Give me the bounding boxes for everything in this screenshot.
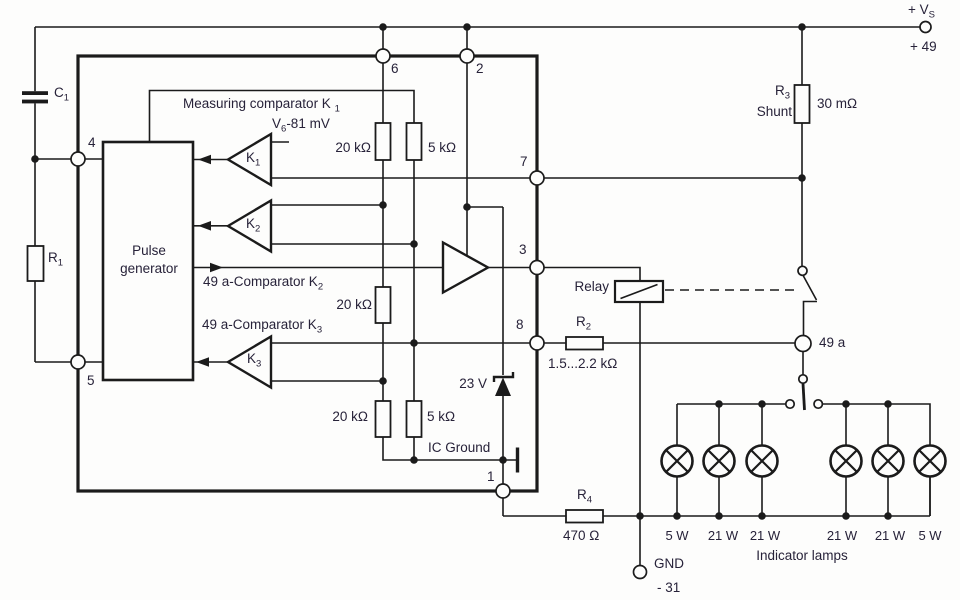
- wire-relay-coil: [488, 266, 641, 566]
- pin-1-label: 1: [487, 469, 495, 484]
- lamp-1-wattage: 5 W: [665, 528, 689, 543]
- resistor-r2: [565, 336, 604, 351]
- r5k-bot-label: 5 kΩ: [427, 409, 456, 424]
- wire-lamp-right-rail: [822, 403, 931, 446]
- zener-value-label: 23 V: [459, 376, 487, 391]
- output-amplifier-symbol: [441, 240, 491, 295]
- r20k-mid-label: 20 kΩ: [336, 297, 372, 312]
- comparator-k3-line-label: 49 a-Comparator K3: [202, 317, 323, 336]
- shunt-label: Shunt: [756, 104, 792, 119]
- relay-contact-blade: [802, 274, 818, 301]
- pin-2-label: 2: [476, 61, 484, 76]
- pin-1-circle: [495, 483, 511, 499]
- pin-3-label: 3: [519, 242, 527, 257]
- ic-ground-label: IC Ground: [428, 440, 491, 455]
- k2-label: K2: [246, 216, 261, 235]
- resistor-r1: [26, 245, 45, 282]
- indicator-lamps: [660, 444, 947, 478]
- k3-label: K3: [247, 351, 262, 370]
- lamp-6-wattage: 5 W: [918, 528, 942, 543]
- direction-switch-blade: [801, 383, 806, 411]
- comparator-k2-line-label: 49 a-Comparator K2: [203, 274, 324, 293]
- r4-label: R4: [577, 487, 593, 506]
- lamp-4: [829, 444, 863, 478]
- r1-label: R1: [48, 250, 64, 269]
- resistor-20k-top: [374, 122, 392, 161]
- supply-49-label: + 49: [910, 39, 937, 54]
- switch-left-contact: [784, 398, 796, 410]
- resistor-5k-bot: [405, 400, 423, 438]
- pin-7-circle: [529, 170, 545, 186]
- pin-4-circle: [70, 151, 86, 167]
- comparator-k1-symbol: [225, 131, 273, 188]
- resistor-r4: [565, 509, 604, 524]
- relay-symbol: [613, 279, 665, 304]
- capacitor-c1: [22, 91, 48, 104]
- r2-label: R2: [576, 314, 592, 333]
- r20k-bot-label: 20 kΩ: [332, 409, 368, 424]
- pin-8-circle: [529, 335, 545, 351]
- comparator-k2-symbol: [225, 198, 273, 254]
- supply-vs-label: + VS: [908, 2, 935, 21]
- pin-2-circle: [459, 48, 475, 64]
- measuring-comparator-label: Measuring comparator K 1: [183, 96, 340, 115]
- gnd-31-label: - 31: [657, 580, 681, 595]
- lamp-2: [702, 444, 736, 478]
- pin-5-label: 5: [87, 373, 95, 388]
- wires: [34, 26, 931, 566]
- lamp-3: [745, 444, 779, 478]
- r20k-top-label: 20 kΩ: [335, 140, 371, 155]
- k1-label: K1: [246, 150, 261, 169]
- r2-value: 1.5...2.2 kΩ: [548, 356, 618, 371]
- relay-label: Relay: [574, 279, 609, 294]
- terminal-49a-circle: [794, 334, 812, 353]
- junction-dots: [31, 23, 892, 520]
- pin-6-circle: [375, 48, 391, 64]
- pulse-generator-box: [101, 140, 195, 382]
- pin-6-label: 6: [391, 61, 399, 76]
- lamp-4-wattage: 21 W: [826, 528, 858, 543]
- terminal-gnd-circle: [632, 564, 648, 580]
- resistor-20k-mid: [374, 286, 392, 324]
- relay-contact-pivot: [797, 265, 808, 277]
- pin-4-label: 4: [88, 135, 96, 150]
- terminal-49a-label: 49 a: [819, 335, 846, 350]
- r4-value: 470 Ω: [563, 528, 600, 543]
- pin-5-circle: [70, 354, 86, 370]
- wire-ic-ground-rail: [382, 437, 516, 461]
- lamp-3-wattage: 21 W: [749, 528, 781, 543]
- pin-8-label: 8: [516, 317, 524, 332]
- pulse-generator-label-line2: generator: [120, 261, 178, 276]
- pulse-generator-label-line1: Pulse: [132, 243, 166, 258]
- lamp-2-wattage: 21 W: [707, 528, 739, 543]
- resistor-20k-bot: [374, 400, 392, 438]
- comparator-k3-symbol: [225, 334, 273, 390]
- signal-arrowheads: [196, 154, 223, 367]
- r3-value: 30 mΩ: [817, 96, 858, 111]
- indicator-lamps-caption: Indicator lamps: [756, 548, 848, 563]
- resistors: [26, 84, 811, 524]
- resistor-r3-shunt: [793, 84, 811, 124]
- switch-right-contact: [813, 398, 824, 410]
- lamp-1: [660, 444, 694, 478]
- terminals: [632, 20, 932, 580]
- pin-3-circle: [529, 259, 545, 276]
- gnd-label: GND: [654, 556, 684, 571]
- terminal-vs-circle: [919, 20, 932, 34]
- ic-pin-circles: [70, 48, 545, 499]
- r3-label: R3: [774, 83, 790, 102]
- comparator-symbols: [225, 131, 491, 390]
- lamp-5-wattage: 21 W: [874, 528, 906, 543]
- c1-label: C1: [54, 85, 70, 104]
- resistor-5k-top: [405, 122, 423, 161]
- lamp-6: [913, 444, 947, 478]
- lamp-5: [871, 444, 905, 478]
- pin-7-label: 7: [520, 154, 528, 169]
- r5k-top-label: 5 kΩ: [428, 140, 457, 155]
- zener-diode-symbol: [492, 372, 515, 396]
- vref-label: V6-81 mV: [272, 116, 330, 135]
- switch-pole-circle: [797, 373, 809, 385]
